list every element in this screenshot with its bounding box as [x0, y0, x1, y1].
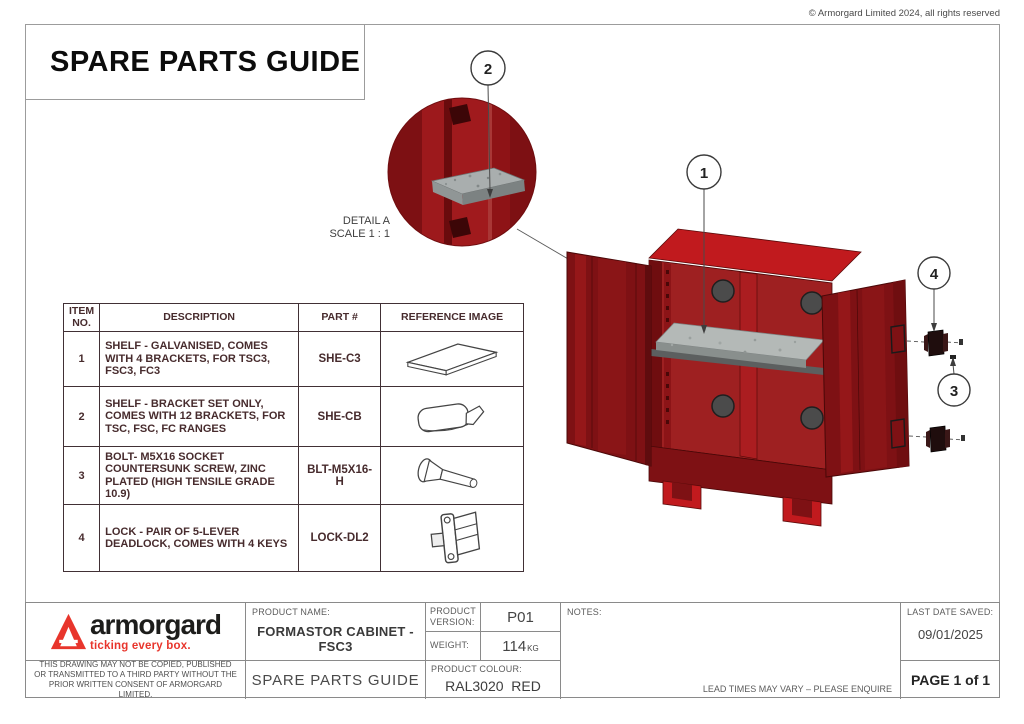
description-cell: SHELF - BRACKET SET ONLY, COMES WITH 12 …: [99, 386, 300, 448]
description-cell: SHELF - GALVANISED, COMES WITH 4 BRACKET…: [99, 331, 300, 388]
detail-label: DETAIL A: [343, 215, 391, 227]
product-name-cell: PRODUCT NAME: FORMASTOR CABINET - FSC3: [246, 603, 426, 661]
cabinet-isometric-view: [566, 228, 965, 527]
callout-leaders: [487, 84, 955, 375]
table-header-part: PART #: [298, 302, 382, 333]
lead-times-note: LEAD TIMES MAY VARY – PLEASE ENQUIRE: [702, 684, 892, 694]
callout-2: 2: [470, 50, 506, 86]
document-type-cell: SPARE PARTS GUIDE: [246, 661, 426, 699]
notes-label: NOTES:: [567, 607, 602, 617]
logo-cell: armorgard ticking every box.: [26, 603, 246, 661]
last-saved-date: 09/01/2025: [917, 627, 984, 642]
brand-tagline: ticking every box.: [89, 640, 191, 652]
page-number-cell: PAGE 1 of 1: [901, 661, 1000, 699]
table-row: 1 SHELF - GALVANISED, COMES WITH 4 BRACK…: [62, 331, 525, 388]
part-number-cell: LOCK-DL2: [298, 504, 382, 573]
detail-a-view: [387, 97, 537, 247]
product-colour-value: RAL3020 RED: [445, 678, 541, 694]
callout-4: 4: [917, 256, 951, 290]
detail-bracket: [430, 167, 526, 205]
copyright-text: © Armorgard Limited 2024, all rights res…: [808, 8, 1000, 19]
copy-disclaimer: THIS DRAWING MAY NOT BE COPIED, PUBLISHE…: [34, 660, 237, 699]
callout-1: 1: [686, 154, 722, 190]
product-colour-cell: PRODUCT COLOUR: RAL3020 RED: [426, 661, 561, 699]
item-no-cell: 2: [62, 386, 101, 448]
lock-outline-icon: [380, 504, 525, 573]
weight-value: 114: [502, 638, 527, 655]
deadlock-parts: [906, 329, 965, 453]
cabinet-shelf: [651, 322, 825, 375]
table-header-reference-image: REFERENCE IMAGE: [380, 302, 525, 333]
table-row: 2 SHELF - BRACKET SET ONLY, COMES WITH 1…: [62, 386, 525, 448]
product-version-value: P01: [507, 608, 534, 626]
detail-scale-label: SCALE 1 : 1: [329, 228, 390, 240]
disclaimer-cell: THIS DRAWING MAY NOT BE COPIED, PUBLISHE…: [26, 660, 246, 699]
title-block: armorgard ticking every box. THIS DRAWIN…: [25, 602, 1000, 699]
brand-wordmark: armorgard: [89, 609, 222, 640]
item-no-cell: 3: [62, 446, 101, 506]
description-cell: LOCK - PAIR OF 5-LEVER DEADLOCK, COMES W…: [99, 504, 300, 573]
title-box: SPARE PARTS GUIDE: [25, 24, 365, 100]
callout-balloons: 1 2 4 3: [470, 50, 971, 407]
weight-label: WEIGHT:: [430, 640, 469, 650]
svg-text:3: 3: [950, 383, 958, 400]
part-number-cell: SHE-C3: [298, 331, 382, 388]
last-saved-cell: LAST DATE SAVED: 09/01/2025: [901, 603, 1000, 661]
notes-cell: NOTES: LEAD TIMES MAY VARY – PLEASE ENQU…: [561, 603, 901, 699]
table-row: 3 BOLT- M5X16 SOCKET COUNTERSUNK SCREW, …: [62, 446, 525, 506]
document-type: SPARE PARTS GUIDE: [251, 671, 420, 689]
table-header-description: DESCRIPTION: [99, 302, 300, 333]
product-version-label: PRODUCT VERSION:: [430, 606, 476, 627]
callout-3: 3: [937, 373, 971, 407]
item-no-cell: 4: [62, 504, 101, 573]
page-number: PAGE 1 of 1: [910, 672, 991, 688]
leader-arrowheads: [487, 189, 956, 366]
cabinet-feet: [662, 480, 822, 527]
svg-text:1: 1: [700, 165, 708, 182]
weight-value-cell: 114 KG: [481, 632, 561, 661]
parts-table: ITEM NO. DESCRIPTION PART # REFERENCE IM…: [62, 302, 525, 573]
svg-text:2: 2: [484, 61, 492, 78]
weight-label-cell: WEIGHT:: [426, 632, 481, 661]
product-version-label-cell: PRODUCT VERSION:: [426, 603, 481, 632]
armorgard-a-icon: [50, 613, 87, 650]
product-colour-label: PRODUCT COLOUR:: [431, 664, 522, 674]
last-saved-label: LAST DATE SAVED:: [907, 607, 994, 617]
product-version-value-cell: P01: [481, 603, 561, 632]
armorgard-logo: armorgard ticking every box.: [50, 609, 222, 652]
bracket-outline-icon: [380, 386, 525, 448]
part-number-cell: SHE-CB: [298, 386, 382, 448]
description-cell: BOLT- M5X16 SOCKET COUNTERSUNK SCREW, ZI…: [99, 446, 300, 506]
weight-unit: KG: [527, 644, 539, 653]
cabinet-right-door: [821, 279, 910, 478]
table-header-row: ITEM NO. DESCRIPTION PART # REFERENCE IM…: [62, 302, 525, 333]
item-no-cell: 1: [62, 331, 101, 388]
svg-text:4: 4: [930, 266, 939, 283]
bolt-outline-icon: [380, 446, 525, 506]
cabinet-left-door: [566, 251, 652, 467]
part-number-cell: BLT-M5X16-H: [298, 446, 382, 506]
table-row: 4 LOCK - PAIR OF 5-LEVER DEADLOCK, COMES…: [62, 504, 525, 573]
product-name-value: FORMASTOR CABINET - FSC3: [257, 624, 414, 654]
product-name-label: PRODUCT NAME:: [252, 607, 330, 617]
table-header-item-no: ITEM NO.: [62, 302, 101, 333]
page-title: SPARE PARTS GUIDE: [50, 45, 361, 78]
shelf-outline-icon: [380, 331, 525, 388]
